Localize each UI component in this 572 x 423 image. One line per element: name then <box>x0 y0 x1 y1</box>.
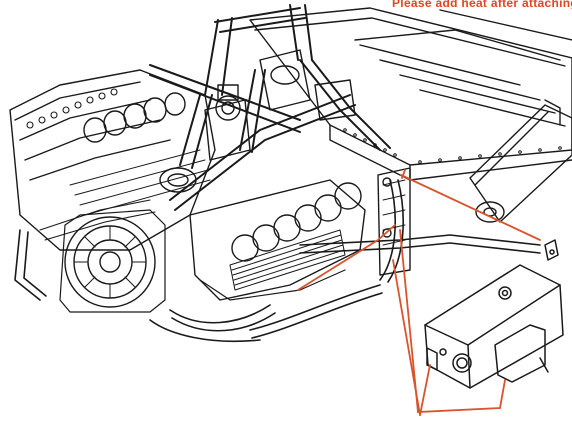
oil-cooler-grille <box>229 229 346 291</box>
cam-cover-left <box>26 88 118 129</box>
engine-block <box>9 69 216 251</box>
intake-trumpets <box>83 92 186 143</box>
oil-tank-detail <box>424 239 564 389</box>
leader-lines <box>297 169 541 416</box>
cylinder-bank-right <box>189 179 366 301</box>
catch-tank <box>469 99 572 223</box>
distributor-assembly <box>159 49 356 193</box>
coolant-hoses <box>14 179 541 343</box>
air-filters <box>231 182 362 262</box>
flywheel <box>59 209 166 313</box>
instruction-caption: Please add heat after attaching <box>392 0 572 10</box>
mounting-bracket <box>377 167 411 276</box>
chassis-upper-panels <box>249 7 572 181</box>
